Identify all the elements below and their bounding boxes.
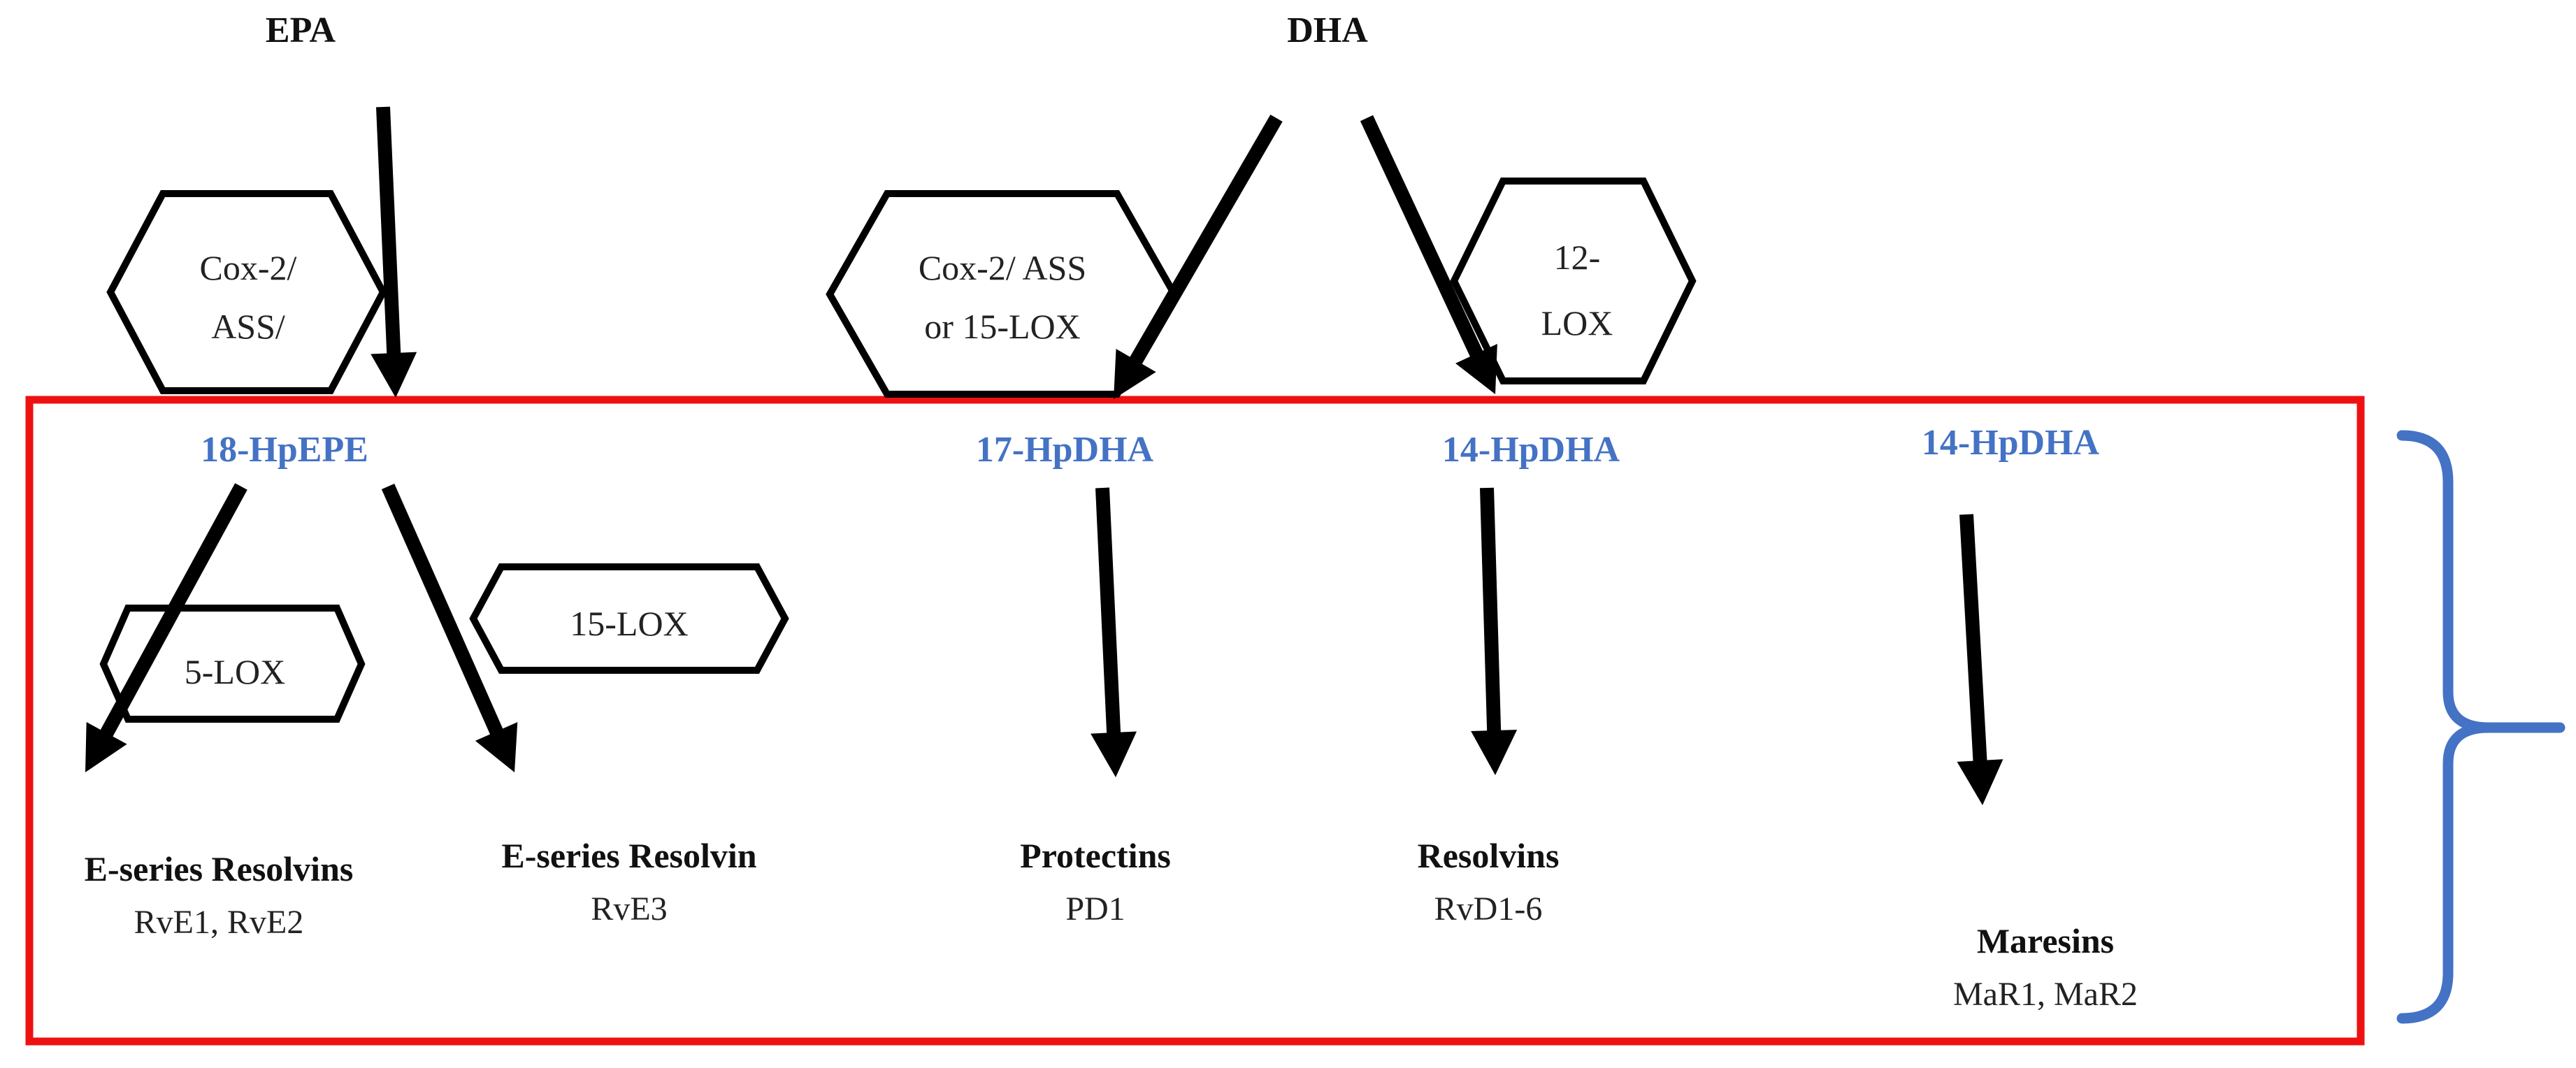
product-protectins: Protectins PD1 xyxy=(1020,836,1171,928)
enzyme-label-line-2: or 15-LOX xyxy=(924,307,1081,346)
product-maresins: Maresins MaR1, MaR2 xyxy=(1953,921,2138,1013)
enzyme-label-line-2: ASS/ xyxy=(211,307,285,346)
arrow-head xyxy=(1455,344,1497,394)
product-e-series-resolvin: E-series Resolvin RvE3 xyxy=(501,836,756,928)
arrow-head xyxy=(1471,730,1518,775)
arrow-head xyxy=(1091,731,1137,777)
enzyme-15-lox: 15-LOX xyxy=(469,563,789,674)
arrow-14-hpdha-to-resolvins xyxy=(1471,487,1518,775)
arrow-14-hpdha-to-maresins xyxy=(1957,514,2003,805)
hexagon-shape xyxy=(106,190,387,394)
arrow-head xyxy=(1114,349,1156,399)
source-dha: DHA xyxy=(1287,10,1368,50)
product-name: Protectins xyxy=(1020,836,1171,875)
product-examples: RvE3 xyxy=(591,890,667,928)
arrow-18-hpepe-to-e-series-resolvins xyxy=(85,483,247,772)
enzyme-label: 5-LOX xyxy=(185,652,285,691)
arrow-18-hpepe-to-e-series-resolvin xyxy=(381,483,518,772)
hexagon-shape xyxy=(1450,178,1697,384)
arrow-shaft xyxy=(381,483,504,737)
hexagon-shape xyxy=(469,563,789,674)
source-epa: EPA xyxy=(266,10,336,50)
product-name: Maresins xyxy=(1977,921,2114,960)
arrow-shaft xyxy=(1959,514,1987,764)
arrow-dha-to-14-hpdha xyxy=(1360,115,1497,394)
product-examples: MaR1, MaR2 xyxy=(1953,976,2138,1013)
enzyme-label-line-1: 12- xyxy=(1554,238,1601,277)
arrows xyxy=(85,106,2003,805)
arrow-shaft xyxy=(1128,114,1283,367)
arrow-head xyxy=(85,722,127,772)
enzyme-label-line-2: LOX xyxy=(1541,303,1613,342)
enzyme-label-line-1: Cox-2/ xyxy=(200,248,297,287)
product-examples: PD1 xyxy=(1065,890,1125,928)
product-name: Resolvins xyxy=(1418,836,1560,875)
enzyme-12-lox: 12- LOX xyxy=(1450,178,1697,384)
arrow-shaft xyxy=(99,483,247,739)
intermediate-14-hpdha-maresins: 14-HpDHA xyxy=(1922,423,2100,463)
product-name: E-series Resolvin xyxy=(501,836,756,875)
arrow-dha-to-17-hpdha xyxy=(1114,114,1283,399)
product-examples: RvE1, RvE2 xyxy=(134,904,304,941)
product-resolvins: Resolvins RvD1-6 xyxy=(1418,836,1560,928)
hexagon-shape xyxy=(99,605,366,723)
arrow-shaft xyxy=(1480,487,1502,734)
arrow-head xyxy=(475,722,518,772)
intermediate-17-hpdha: 17-HpDHA xyxy=(976,430,1154,470)
arrow-head xyxy=(370,352,417,398)
intermediate-18-hpepe: 18-HpEPE xyxy=(201,430,368,470)
arrow-shaft xyxy=(1095,487,1121,736)
product-name: E-series Resolvins xyxy=(85,849,354,888)
enzyme-5-lox: 5-LOX xyxy=(99,605,366,723)
arrow-shaft xyxy=(376,106,401,356)
mediator-frame xyxy=(25,396,2365,1046)
enzyme-label: 15-LOX xyxy=(570,604,688,643)
enzyme-label-line-1: Cox-2/ ASS xyxy=(919,248,1086,287)
arrow-shaft xyxy=(1360,115,1484,359)
right-brace xyxy=(2396,430,2566,1024)
arrow-head xyxy=(1957,759,2003,805)
arrow-17-hpdha-to-protectins xyxy=(1091,487,1137,777)
enzyme-cox2-ass-epa: Cox-2/ ASS/ xyxy=(106,190,387,394)
intermediate-14-hpdha-resolvins: 14-HpDHA xyxy=(1442,430,1620,470)
product-e-series-resolvins: E-series Resolvins RvE1, RvE2 xyxy=(85,849,354,941)
product-examples: RvD1-6 xyxy=(1434,890,1543,928)
arrow-epa-to-18-hpepe xyxy=(370,106,417,398)
enzyme-cox2-ass-or-15-lox-dha: Cox-2/ ASS or 15-LOX xyxy=(826,190,1179,398)
